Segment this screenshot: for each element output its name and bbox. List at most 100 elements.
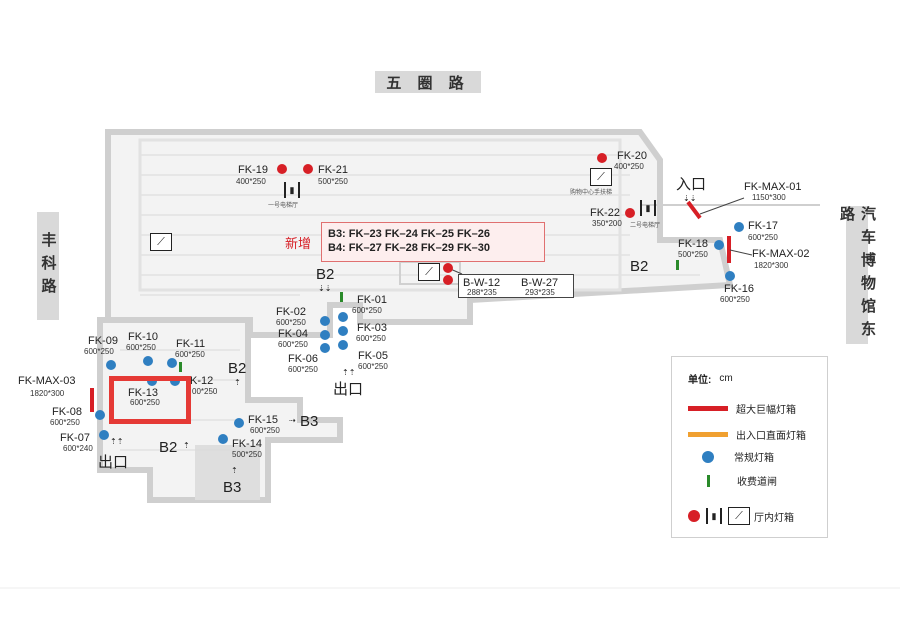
legend-unit-value: cm bbox=[719, 373, 733, 384]
bw-12-marker[interactable] bbox=[443, 263, 453, 273]
entry-arrows-icon: ⇣⇣ bbox=[683, 194, 697, 203]
escalator-icon: ⟋ bbox=[418, 263, 440, 281]
fk21-marker[interactable] bbox=[303, 164, 313, 174]
legend-orange-bar bbox=[688, 432, 728, 437]
fk03-size: 600*250 bbox=[356, 334, 386, 343]
fk17-label: FK-17 bbox=[748, 220, 778, 232]
fk11-label: FK-11 bbox=[176, 338, 206, 350]
bw-12-size: 288*235 bbox=[467, 288, 497, 297]
fk17-size: 600*250 bbox=[748, 233, 778, 242]
fk12-label: K-12 bbox=[190, 375, 214, 387]
fk16-label: FK-16 bbox=[724, 283, 754, 295]
fk02-size: 600*250 bbox=[276, 318, 306, 327]
floor-b3-south: B3 bbox=[223, 479, 242, 496]
elevator-icon: ▮ bbox=[706, 508, 722, 524]
fk21-label: FK-21 bbox=[318, 164, 348, 176]
legend-item-max: 超大巨幅灯箱 bbox=[688, 401, 796, 416]
fk06-label: FK-06 bbox=[288, 353, 318, 365]
fk15-label: FK-15 bbox=[248, 414, 278, 426]
legend-item-regular: 常规灯箱 bbox=[688, 449, 774, 464]
fk14-label: FK-14 bbox=[232, 438, 262, 450]
fk03-marker[interactable] bbox=[338, 326, 348, 336]
legend-item3-label: 常规灯箱 bbox=[734, 453, 774, 464]
new-points-b3: B3: FK–23 FK–24 FK–25 FK–26 bbox=[328, 228, 491, 240]
fk02-label: FK-02 bbox=[276, 306, 306, 318]
fkmax01-size: 1150*300 bbox=[752, 193, 786, 202]
legend-item-gate: 收费道闸 bbox=[688, 473, 777, 488]
mall-escalator-label: 购物中心手扶梯 bbox=[570, 190, 613, 196]
fk20-label: FK-20 bbox=[617, 150, 647, 162]
fk19-marker[interactable] bbox=[277, 164, 287, 174]
fk20-marker[interactable] bbox=[597, 153, 607, 163]
fk12-marker[interactable] bbox=[170, 376, 180, 386]
legend-item-hall: ▮ ⟋ 厅内灯箱 bbox=[688, 507, 794, 525]
fk02-marker[interactable] bbox=[320, 316, 330, 326]
fk05-marker[interactable] bbox=[338, 340, 348, 350]
exit-arrows-icon: ⇡⇡ bbox=[342, 368, 356, 377]
fk08-size: 600*250 bbox=[50, 418, 80, 427]
fk09-size: 600*250 bbox=[84, 347, 114, 356]
fk22-label: FK-22 bbox=[590, 207, 620, 219]
fk10-marker[interactable] bbox=[143, 356, 153, 366]
escalator-icon: ⟋ bbox=[150, 233, 172, 251]
fk20-size: 400*250 bbox=[614, 162, 644, 171]
fk13-size: 600*250 bbox=[130, 398, 160, 407]
fk09-marker[interactable] bbox=[106, 360, 116, 370]
fk01-label: FK-01 bbox=[357, 294, 387, 306]
legend-blue-dot bbox=[702, 450, 714, 463]
fk04-label: FK-04 bbox=[278, 328, 308, 340]
fk13-label: FK-13 bbox=[128, 387, 158, 399]
fk16-marker[interactable] bbox=[725, 271, 735, 281]
fk12-size: 00*250 bbox=[192, 387, 218, 396]
fk22-marker[interactable] bbox=[625, 208, 635, 218]
fk14-marker[interactable] bbox=[218, 434, 228, 444]
fk08-marker[interactable] bbox=[95, 410, 105, 420]
fk17-marker[interactable] bbox=[734, 222, 744, 232]
fk10-size: 600*250 bbox=[126, 343, 156, 352]
floor-b2-east: B2 bbox=[630, 258, 649, 275]
bw-27-marker[interactable] bbox=[443, 275, 453, 285]
fk04-marker[interactable] bbox=[320, 330, 330, 340]
exit-label-west: 出口 bbox=[98, 454, 129, 471]
fk18-marker[interactable] bbox=[714, 240, 724, 250]
bw-box: B-W-12 288*235 B-W-27 293*235 bbox=[458, 274, 574, 298]
bw-12-label: B-W-12 bbox=[463, 277, 501, 289]
fk11-size: 600*250 bbox=[175, 350, 205, 359]
fk01-marker[interactable] bbox=[338, 312, 348, 322]
fkmax03-size: 1820*300 bbox=[30, 389, 65, 398]
fk06-marker[interactable] bbox=[320, 343, 330, 353]
fk11-marker[interactable] bbox=[167, 358, 177, 368]
elevator-icon: ▮ bbox=[640, 200, 656, 216]
legend-item4-label: 收费道闸 bbox=[737, 477, 777, 488]
legend-unit: 单位: cm bbox=[688, 371, 733, 386]
fk01-size: 600*250 bbox=[352, 306, 382, 315]
exit-arrows-icon: ⇡⇡ bbox=[110, 437, 124, 446]
fk05-label: FK-05 bbox=[358, 350, 388, 362]
fk15-marker[interactable] bbox=[234, 418, 244, 428]
fk13-highlight[interactable] bbox=[109, 376, 191, 424]
exit-label-centre: 出口 bbox=[333, 381, 364, 398]
legend-red-bar bbox=[688, 406, 728, 411]
bw-27-label: B-W-27 bbox=[521, 277, 559, 289]
legend-item5-label: 厅内灯箱 bbox=[754, 512, 794, 524]
legend-gate-icon bbox=[707, 474, 710, 487]
fk06-size: 600*250 bbox=[288, 365, 318, 374]
fkmax02-size: 1820*300 bbox=[754, 261, 789, 270]
fk13-marker[interactable] bbox=[147, 376, 157, 386]
escalator-icon: ⟋ bbox=[590, 168, 612, 186]
fk21-size: 500*250 bbox=[318, 177, 348, 186]
ramp-arrow-icon: ⇡ bbox=[183, 441, 190, 450]
fk08-label: FK-08 bbox=[52, 406, 82, 418]
entrance-label: 入口 bbox=[676, 176, 707, 193]
fk03-label: FK-03 bbox=[357, 322, 387, 334]
toll-gate-icon bbox=[340, 292, 343, 302]
floor-b2-west: B2 bbox=[228, 360, 247, 377]
fk07-marker[interactable] bbox=[99, 430, 109, 440]
legend-unit-label: 单位: bbox=[688, 375, 712, 386]
bw-27-size: 293*235 bbox=[525, 288, 555, 297]
fkmax03-label: FK-MAX-03 bbox=[18, 375, 76, 387]
fkmax01-label: FK-MAX-01 bbox=[744, 181, 802, 193]
legend-item2-label: 出入口直面灯箱 bbox=[736, 431, 806, 442]
